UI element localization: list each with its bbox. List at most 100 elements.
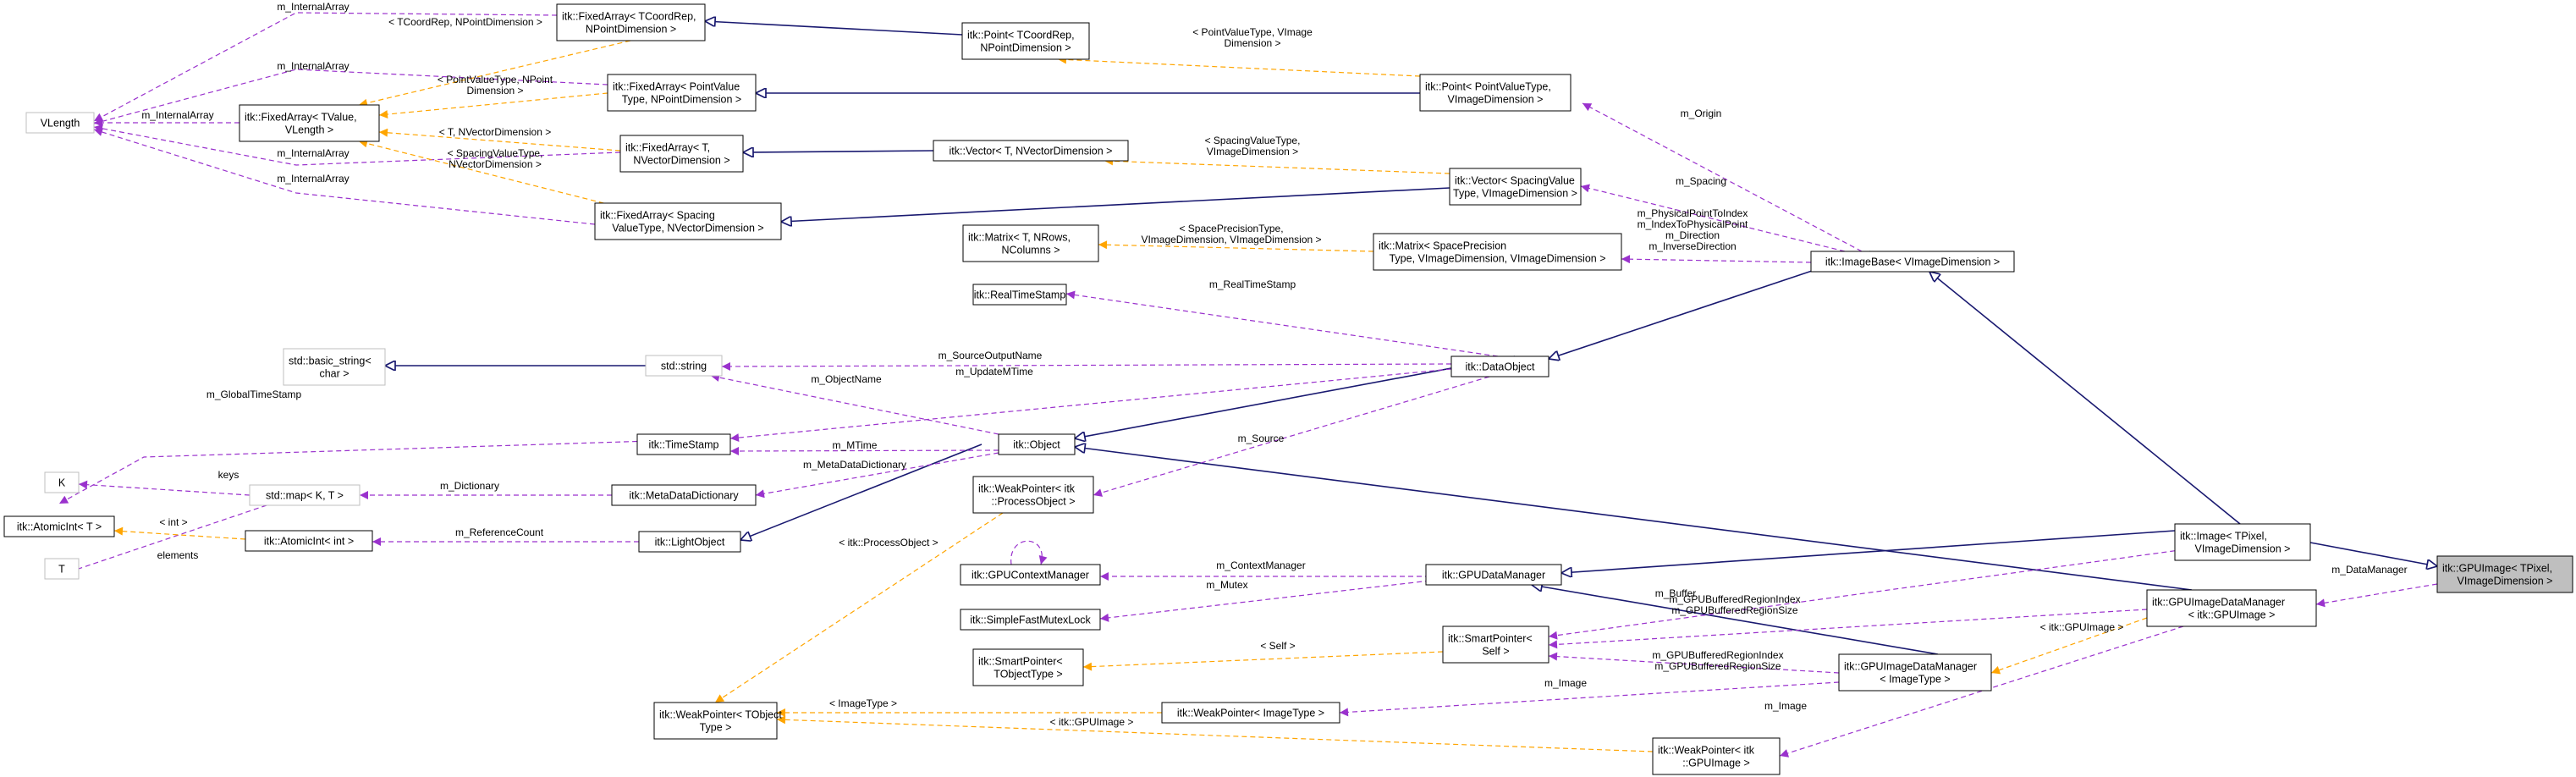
node-lightobject[interactable]: itk::LightObject xyxy=(638,531,741,553)
node-imagebase[interactable]: itk::ImageBase< VImageDimension > xyxy=(1810,251,2015,273)
edge-keys xyxy=(78,480,250,496)
node-image[interactable]: itk::Image< TPixel,VImageDimension > xyxy=(2174,523,2311,561)
node-fixedarray-t[interactable]: itk::FixedArray< T,NVectorDimension > xyxy=(619,135,744,173)
node-weakpointer-processobject[interactable]: itk::WeakPointer< itk::ProcessObject > xyxy=(972,476,1094,514)
node-box xyxy=(3,515,115,537)
node-simplefastmutexlock[interactable]: itk::SimpleFastMutexLock xyxy=(960,609,1101,631)
edge-label-m-referencecount: m_ReferenceCount xyxy=(455,526,544,538)
node-smartpointer-self[interactable]: itk::SmartPointer<Self > xyxy=(1442,625,1549,664)
edge-elements xyxy=(63,504,267,576)
node-box xyxy=(607,74,757,112)
edge-m-buffer xyxy=(1548,548,2193,640)
edge-label-m-updatemtime: m_UpdateMTime xyxy=(955,366,1033,377)
node-label: T xyxy=(58,564,65,576)
edge-m-internalarray-5 xyxy=(93,128,596,225)
node-metadatadictionary[interactable]: itk::MetaDataDictionary xyxy=(611,484,757,506)
node-gpudatamanager[interactable]: itk::GPUDataManager xyxy=(1425,564,1562,586)
node-gpuimagedatamanager-gpuimage[interactable]: itk::GPUImageDataManager< itk::GPUImage … xyxy=(2146,589,2317,627)
edge-m-gpubufferedregion-2 xyxy=(1548,652,1840,674)
node-label: itk::FixedArray< TCoordRep,NPointDimensi… xyxy=(562,11,696,36)
node-smartpointer-tobjecttype[interactable]: itk::SmartPointer<TObjectType > xyxy=(972,648,1084,686)
node-box xyxy=(972,648,1084,686)
node-box xyxy=(44,471,80,493)
node-label: itk::LightObject xyxy=(655,537,725,548)
node-point-pointvaluetype[interactable]: itk::Point< PointValueType,VImageDimensi… xyxy=(1419,74,1571,112)
node-box xyxy=(645,355,723,377)
node-box xyxy=(594,202,782,240)
node-label: itk::AtomicInt< int > xyxy=(264,536,354,548)
node-box xyxy=(1419,74,1571,112)
node-fixedarray-tcoordrep[interactable]: itk::FixedArray< TCoordRep,NPointDimensi… xyxy=(556,3,706,41)
node-box xyxy=(1652,737,1781,775)
edge-m-spacing xyxy=(1580,184,1846,252)
node-label: itk::DataObject xyxy=(1466,361,1536,373)
edge-label-m-image-1: m_Image xyxy=(1544,677,1587,689)
edge-label-m-dictionary: m_Dictionary xyxy=(440,480,499,492)
edge-label-m-globaltimestamp: m_GlobalTimeStamp xyxy=(206,388,302,400)
node-weakpointer-gpuimage[interactable]: itk::WeakPointer< itk::GPUImage > xyxy=(1652,737,1781,775)
edge-processobject-tpl xyxy=(714,512,1004,703)
node-gpuimage[interactable]: itk::GPUImage< TPixel,VImageDimension > xyxy=(2436,555,2573,593)
node-box xyxy=(611,484,757,506)
node-matrix-t[interactable]: itk::Matrix< T, NRows,NColumns > xyxy=(962,224,1099,262)
node-box xyxy=(960,564,1101,586)
edge-m-objectname xyxy=(710,373,999,435)
node-label: itk::Object xyxy=(1013,439,1060,451)
node-t[interactable]: T xyxy=(44,558,80,580)
node-gpuimagedatamanager-imagetype[interactable]: itk::GPUImageDataManager< ImageType > xyxy=(1838,653,1992,692)
node-atomicint-t[interactable]: itk::AtomicInt< T > xyxy=(3,515,115,537)
edge-m-updatemtime xyxy=(729,368,1452,443)
edge-label-m-source: m_Source xyxy=(1238,433,1285,444)
node-stdstring[interactable]: std::string xyxy=(645,355,723,377)
node-box xyxy=(619,135,744,173)
node-box xyxy=(972,476,1094,514)
node-label: itk::WeakPointer< itk::ProcessObject > xyxy=(978,483,1076,508)
node-box xyxy=(962,224,1099,262)
inheritance-edge-0 xyxy=(2309,542,2437,566)
node-weakpointer-imagetype[interactable]: itk::WeakPointer< ImageType > xyxy=(1161,702,1340,724)
node-k[interactable]: K xyxy=(44,471,80,493)
edge-m-datamanager xyxy=(2315,583,2438,608)
node-label: itk::AtomicInt< T > xyxy=(17,521,102,533)
node-box xyxy=(283,348,386,386)
node-box xyxy=(1450,355,1549,377)
node-label: std::map< K, T > xyxy=(266,490,344,502)
edge-m-internalarray-4 xyxy=(93,124,621,166)
inheritance-edge-48 xyxy=(743,151,934,152)
node-box xyxy=(1449,168,1582,206)
node-gpucontextmanager[interactable]: itk::GPUContextManager xyxy=(960,564,1101,586)
node-point-tcoordrep[interactable]: itk::Point< TCoordRep,NPointDimension > xyxy=(961,22,1090,60)
node-box xyxy=(1161,702,1340,724)
edge-label-imagetype-tpl: < ImageType > xyxy=(829,697,897,709)
node-atomicint-int[interactable]: itk::AtomicInt< int > xyxy=(245,530,373,552)
node-fixedarray-tvalue[interactable]: itk::FixedArray< TValue,VLength > xyxy=(239,104,380,142)
node-vector-t[interactable]: itk::Vector< T, NVectorDimension > xyxy=(933,140,1129,162)
node-object[interactable]: itk::Object xyxy=(998,433,1076,455)
node-box xyxy=(1442,625,1549,664)
node-label: itk::WeakPointer< ImageType > xyxy=(1177,708,1324,719)
node-basicstring[interactable]: std::basic_string<char > xyxy=(283,348,386,386)
edge-label-m-origin: m_Origin xyxy=(1681,107,1722,119)
node-box xyxy=(25,112,95,134)
node-dataobject[interactable]: itk::DataObject xyxy=(1450,355,1549,377)
edge-label-m-internalarray-5: m_InternalArray xyxy=(277,173,349,185)
edge-itk-gpuimage-tpl-2 xyxy=(776,715,1654,752)
node-vlength[interactable]: VLength xyxy=(25,112,95,134)
node-stdmap[interactable]: std::map< K, T > xyxy=(249,484,361,506)
node-realtimestamp[interactable]: itk::RealTimeStamp xyxy=(972,284,1067,306)
node-timestamp[interactable]: itk::TimeStamp xyxy=(636,433,731,455)
edge-pointvaluetype-vimage-tpl xyxy=(1057,55,1421,77)
node-box xyxy=(638,531,741,553)
edge-label-m-internalarray-4: m_InternalArray xyxy=(277,147,349,159)
node-box xyxy=(556,3,706,41)
